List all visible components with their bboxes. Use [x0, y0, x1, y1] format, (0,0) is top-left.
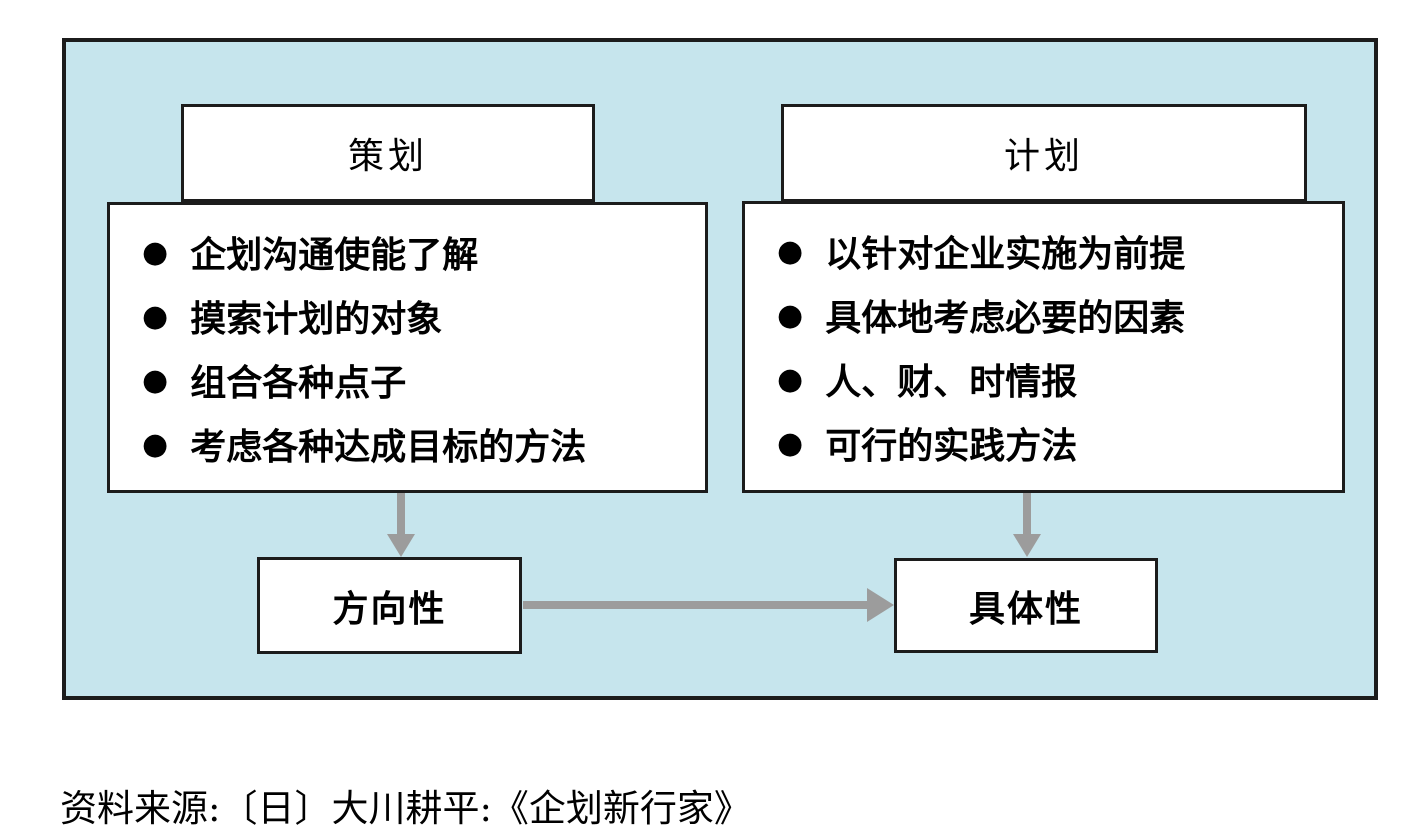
list-item-label: 以针对企业实施为前提 — [825, 233, 1186, 275]
bullet-icon: ● — [142, 427, 169, 462]
header-label-plan: 计划 — [1003, 136, 1084, 177]
list-item: ● 企划沟通使能了解 — [142, 220, 705, 284]
list-item: ● 以针对企业实施为前提 — [777, 219, 1342, 283]
bullet-icon: ● — [777, 234, 804, 269]
bullet-icon: ● — [142, 235, 169, 270]
down-arrow-left-head-icon — [387, 534, 415, 557]
bullet-icon: ● — [777, 362, 804, 397]
list-item-label: 具体地考虑必要的因素 — [825, 297, 1186, 339]
header-label-planning: 策划 — [347, 136, 428, 177]
list-item-label: 摸索计划的对象 — [190, 298, 443, 340]
result-label-direction: 方向性 — [332, 587, 447, 630]
list-item: ● 具体地考虑必要的因素 — [777, 283, 1342, 347]
result-box-direction: 方向性 — [257, 557, 522, 654]
content-box-plan: ● 以针对企业实施为前提 ● 具体地考虑必要的因素 ● 人、财、时情报 ● 可行… — [742, 201, 1345, 493]
bullet-icon: ● — [142, 299, 169, 334]
list-item-label: 可行的实践方法 — [825, 425, 1078, 467]
down-arrow-right-head-icon — [1013, 534, 1041, 557]
list-item: ● 人、财、时情报 — [777, 347, 1342, 411]
down-arrow-right — [1023, 492, 1031, 536]
header-box-planning: 策划 — [181, 104, 595, 202]
right-arrow — [523, 601, 868, 609]
bullet-icon: ● — [777, 426, 804, 461]
list-item: ● 组合各种点子 — [142, 348, 705, 412]
source-caption: 资料来源:〔日〕大川耕平:《企划新行家》 — [60, 787, 751, 830]
right-arrow-head-icon — [867, 588, 894, 622]
list-item: ● 摸索计划的对象 — [142, 284, 705, 348]
result-box-concreteness: 具体性 — [894, 558, 1158, 653]
diagram-panel: 策划 计划 ● 企划沟通使能了解 ● 摸索计划的对象 ● 组合各种点子 — [62, 38, 1378, 700]
bullet-list-planning: ● 企划沟通使能了解 ● 摸索计划的对象 ● 组合各种点子 ● 考虑各种达成目标… — [110, 205, 705, 476]
bullet-list-plan: ● 以针对企业实施为前提 ● 具体地考虑必要的因素 ● 人、财、时情报 ● 可行… — [745, 204, 1342, 475]
list-item: ● 考虑各种达成目标的方法 — [142, 412, 705, 476]
result-label-concreteness: 具体性 — [968, 587, 1083, 630]
content-box-planning: ● 企划沟通使能了解 ● 摸索计划的对象 ● 组合各种点子 ● 考虑各种达成目标… — [107, 202, 708, 493]
header-box-plan: 计划 — [781, 104, 1307, 202]
list-item: ● 可行的实践方法 — [777, 411, 1342, 475]
list-item-label: 考虑各种达成目标的方法 — [190, 426, 587, 468]
list-item-label: 企划沟通使能了解 — [190, 234, 479, 276]
list-item-label: 组合各种点子 — [190, 362, 407, 404]
bullet-icon: ● — [142, 363, 169, 398]
bullet-icon: ● — [777, 298, 804, 333]
down-arrow-left — [397, 492, 405, 536]
list-item-label: 人、财、时情报 — [825, 361, 1078, 403]
